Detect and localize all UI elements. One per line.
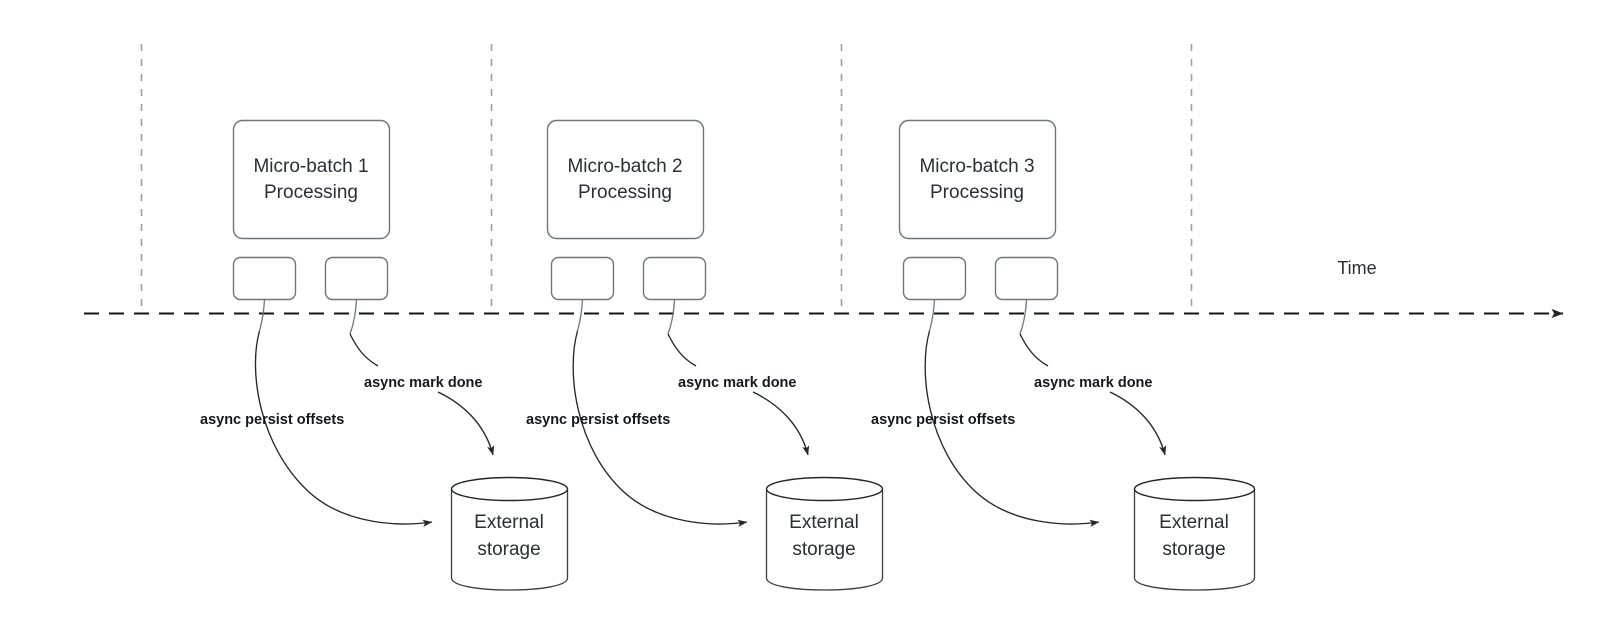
external-storage-2-label-line2: storage [792, 539, 855, 560]
external-storage-1-body [450, 489, 569, 591]
micro-batch-2-task-box-1 [642, 256, 707, 301]
micro-batch-3-task-box-0 [902, 256, 967, 301]
micro-batch-2-stem-1 [667, 299, 676, 335]
micro-batch-1-box [232, 119, 391, 240]
micro-batch-3-markdone-label: async mark done [1034, 375, 1152, 391]
micro-batch-2-task-box-0 [550, 256, 615, 301]
external-storage-1-top [450, 476, 569, 502]
micro-batch-3-markdone-stem [1019, 333, 1049, 367]
external-storage-3-label-line2: storage [1162, 539, 1225, 560]
micro-batch-3-persist-arrow [924, 330, 1100, 527]
group-2-shapes [546, 119, 884, 591]
external-storage-1-label-line2: storage [477, 539, 540, 560]
micro-batch-1-markdone-arrow [437, 391, 495, 456]
micro-batch-2-label-line2: Processing [578, 182, 672, 203]
external-storage-3-body [1133, 489, 1256, 591]
micro-batch-1-persist-label: async persist offsets [200, 412, 344, 428]
micro-batch-2-markdone-stem [667, 333, 697, 367]
external-storage-3-top [1133, 476, 1256, 502]
micro-batch-1-persist-arrow [254, 330, 433, 527]
micro-batch-2-persist-arrow [572, 330, 748, 527]
micro-batch-3-stem-0 [928, 299, 936, 332]
micro-batch-1-stem-1 [349, 299, 358, 335]
micro-batch-1-markdone-stem [349, 333, 379, 367]
time-axis-label: Time [1337, 258, 1376, 278]
micro-batch-3-task-box-1 [994, 256, 1059, 301]
external-storage-2-top [765, 476, 884, 502]
micro-batch-1-stem-0 [258, 299, 266, 332]
micro-batch-2-label-line1: Micro-batch 2 [567, 156, 682, 177]
micro-batch-3-label-line1: Micro-batch 3 [919, 156, 1034, 177]
external-storage-2-label-line1: External [789, 512, 859, 533]
external-storage-3-label-line1: External [1159, 512, 1229, 533]
micro-batch-2-persist-label: async persist offsets [526, 412, 670, 428]
micro-batch-2-stem-0 [576, 299, 584, 332]
group-1-shapes [232, 119, 569, 591]
micro-batch-3-stem-1 [1019, 299, 1028, 335]
micro-batch-2-box [546, 119, 705, 240]
external-storage-1-label-line1: External [474, 512, 544, 533]
micro-batch-3-label-line2: Processing [930, 182, 1024, 203]
micro-batch-3-box [898, 119, 1057, 240]
external-storage-2-body [765, 489, 884, 591]
micro-batch-3-persist-label: async persist offsets [871, 412, 1015, 428]
group-3-shapes [898, 119, 1256, 591]
micro-batch-1-task-box-1 [324, 256, 389, 301]
micro-batch-2-markdone-arrow [752, 391, 810, 456]
micro-batch-1-markdone-label: async mark done [364, 375, 482, 391]
micro-batch-1-task-box-0 [232, 256, 297, 301]
micro-batch-2-markdone-label: async mark done [678, 375, 796, 391]
micro-batch-1-label-line2: Processing [264, 182, 358, 203]
micro-batch-3-markdone-arrow [1109, 391, 1167, 456]
batch-boundary-ticks [140, 44, 1193, 314]
micro-batch-1-label-line1: Micro-batch 1 [253, 156, 368, 177]
